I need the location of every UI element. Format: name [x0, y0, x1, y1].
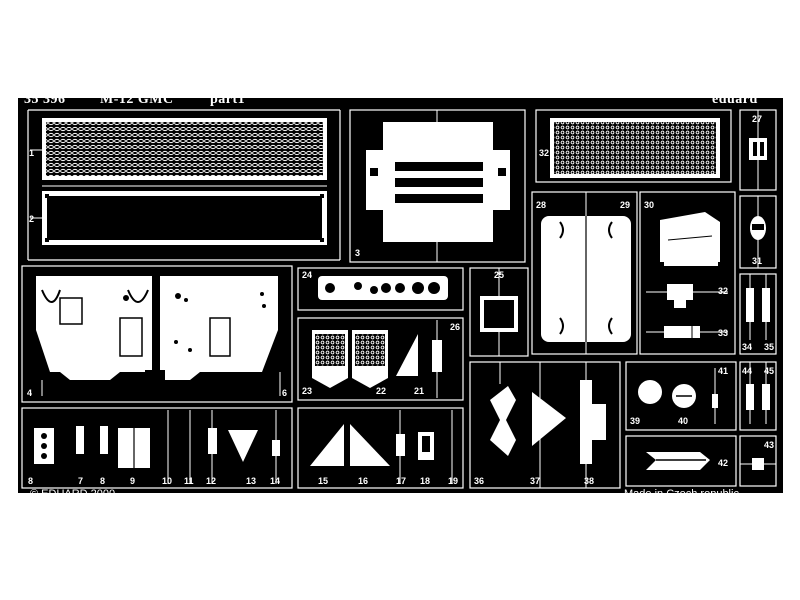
part-30-33-panel [639, 191, 736, 355]
part-label: 12 [206, 476, 216, 486]
part-label: 29 [620, 200, 630, 210]
part-label: 38 [584, 476, 594, 486]
part-label: 8 [100, 476, 105, 486]
part-label: 26 [450, 322, 460, 332]
origin-text: Made in Czech republic [624, 488, 739, 500]
part-42-panel [625, 435, 737, 487]
part-label: 9 [130, 476, 135, 486]
part-label: 25 [494, 270, 504, 280]
part-label: 4 [27, 388, 32, 398]
part-34-35-strip [739, 273, 777, 355]
part-label: 43 [764, 440, 774, 450]
part-label: 35 [764, 342, 774, 352]
part-4-6-side-panels [21, 265, 293, 403]
part-label: 23 [302, 386, 312, 396]
sheet-part: part1 [210, 92, 246, 107]
part-label: 33 [718, 328, 728, 338]
part-label: 28 [536, 200, 546, 210]
part-label: 32 [718, 286, 728, 296]
part-32-mesh-panel [535, 109, 732, 183]
part-44-45-strip [739, 361, 777, 431]
part-label: 24 [302, 270, 312, 280]
brand-logo: eduard [712, 92, 758, 107]
part-label: 15 [318, 476, 328, 486]
part-label: 21 [414, 386, 424, 396]
part-label: 44 [742, 366, 752, 376]
part-label: 34 [742, 342, 752, 352]
part-24-strip [297, 267, 464, 311]
part-label: 18 [420, 476, 430, 486]
part-label: 31 [752, 256, 762, 266]
part-21-26-panel [297, 317, 464, 401]
part-label: 36 [474, 476, 484, 486]
sheet-code: 35 396 [24, 92, 66, 107]
part-label: 41 [718, 366, 728, 376]
part-label: 45 [764, 366, 774, 376]
part-label: 19 [448, 476, 458, 486]
part-label: 2 [29, 214, 34, 224]
copyright-text: © EDUARD 2000 [30, 488, 116, 500]
part-43-strip [739, 435, 777, 487]
part-39-41-panel [625, 361, 737, 431]
part-label: 8 [28, 476, 33, 486]
part-27-31-strip [739, 109, 777, 269]
part-label: 11 [184, 476, 194, 486]
sheet-title: M-12 GMC [100, 92, 174, 107]
part-label: 7 [78, 476, 83, 486]
part-label: 10 [162, 476, 172, 486]
part-label: 13 [246, 476, 256, 486]
part-label: 22 [376, 386, 386, 396]
part-25-box [469, 267, 529, 357]
part-label: 40 [678, 416, 688, 426]
part-28-29-panel [531, 191, 638, 355]
part-label: 16 [358, 476, 368, 486]
part-label: 39 [630, 416, 640, 426]
part-label: 30 [644, 200, 654, 210]
part-8-14-row [21, 407, 293, 489]
part-number-labels: 1 2 3 32 27 31 28 29 30 32 33 34 35 24 2… [27, 114, 774, 486]
part-label: 6 [282, 388, 287, 398]
part-label: 27 [752, 114, 762, 124]
part-36-38-panel [469, 361, 621, 489]
part-1-mesh-panel [27, 109, 341, 260]
part-label: 14 [270, 476, 280, 486]
part-2-panel [42, 191, 327, 245]
part-label: 3 [355, 248, 360, 258]
part-label: 1 [29, 148, 34, 158]
part-3-hatch [349, 109, 526, 263]
part-15-19-row [297, 407, 464, 489]
part-label: 32 [539, 148, 549, 158]
part-label: 37 [530, 476, 540, 486]
part-label: 42 [718, 458, 728, 468]
part-label: 17 [396, 476, 406, 486]
